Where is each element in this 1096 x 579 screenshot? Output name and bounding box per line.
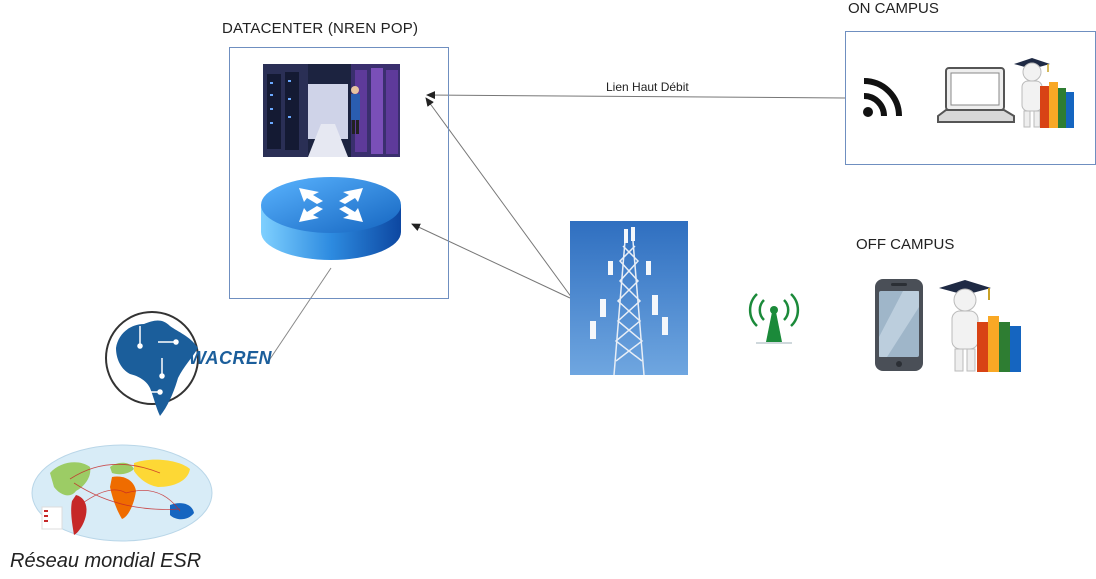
wacren-label: WACREN [189, 348, 272, 368]
link-label: Lien Haut Débit [606, 80, 689, 94]
student-books-icon-off-campus [939, 280, 1021, 372]
on-campus-title: ON CAMPUS [848, 0, 939, 17]
tower-to-datacenter-line [425, 97, 573, 299]
world-network-map-image [31, 444, 213, 542]
datacenter-title: DATACENTER (NREN POP) [222, 20, 419, 37]
smartphone-icon [875, 279, 923, 371]
antenna-icon [748, 293, 800, 344]
wifi-icon [863, 78, 902, 117]
off-campus-title: OFF CAMPUS [856, 236, 955, 253]
student-books-icon [1014, 58, 1074, 128]
wacren-logo [105, 311, 199, 416]
server-room-image [263, 64, 400, 157]
tower-to-router-line [411, 223, 571, 299]
world-network-caption: Réseau mondial ESR [10, 550, 202, 572]
laptop-icon [937, 67, 1015, 123]
cell-tower-image [570, 221, 688, 375]
wacren-to-router-line [267, 267, 332, 363]
router-icon [261, 177, 401, 260]
campus-to-datacenter-line [426, 91, 846, 100]
datacenter-box [229, 47, 449, 299]
